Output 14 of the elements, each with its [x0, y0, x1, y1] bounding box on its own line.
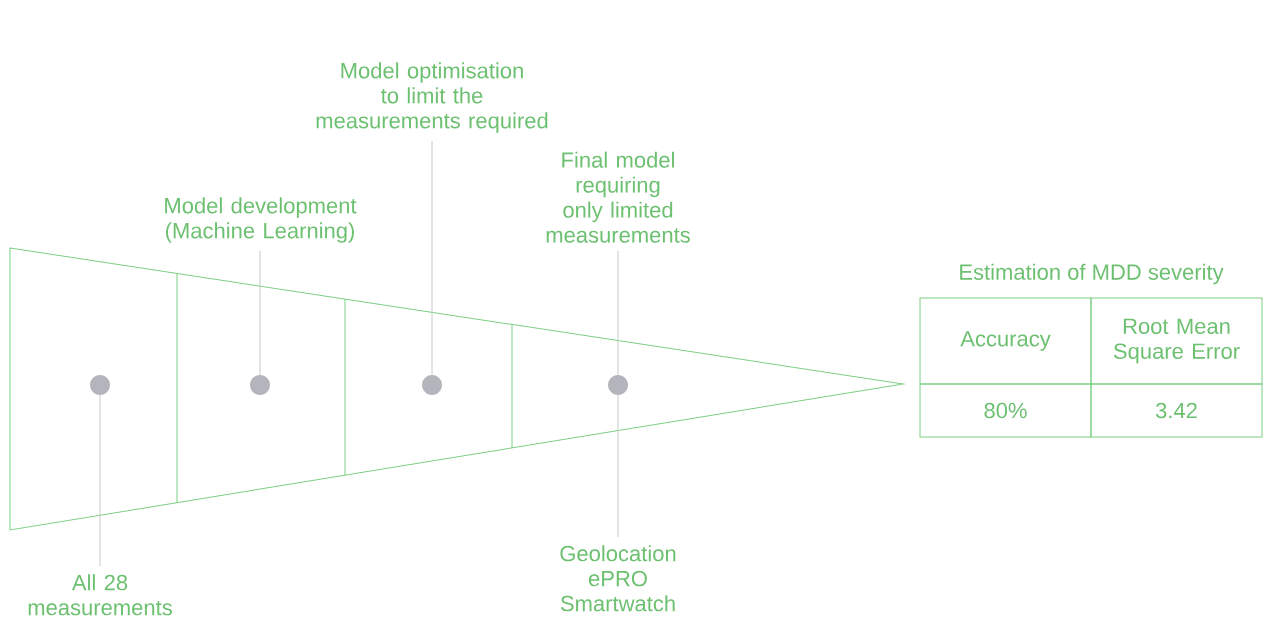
dot [250, 375, 270, 395]
table-cell: 80% [919, 383, 1092, 438]
step-label: Geolocation ePRO Smartwatch [560, 545, 676, 612]
table-cell: Accuracy [919, 297, 1092, 385]
step-label: All 28 measurements [28, 574, 172, 616]
table-title: Estimation of MDD severity [960, 263, 1224, 285]
step-label: Model development (Machine Learning) [165, 197, 357, 243]
dot [608, 375, 628, 395]
step-label: Model optimisation to limit the measurements required [316, 62, 548, 133]
table-cell: 3.42 [1090, 383, 1263, 438]
dot [422, 375, 442, 395]
dot [90, 375, 110, 395]
table-cell: Root Mean Square Error [1090, 297, 1263, 385]
step-label: Final model requiring only limited measurements [546, 151, 690, 243]
